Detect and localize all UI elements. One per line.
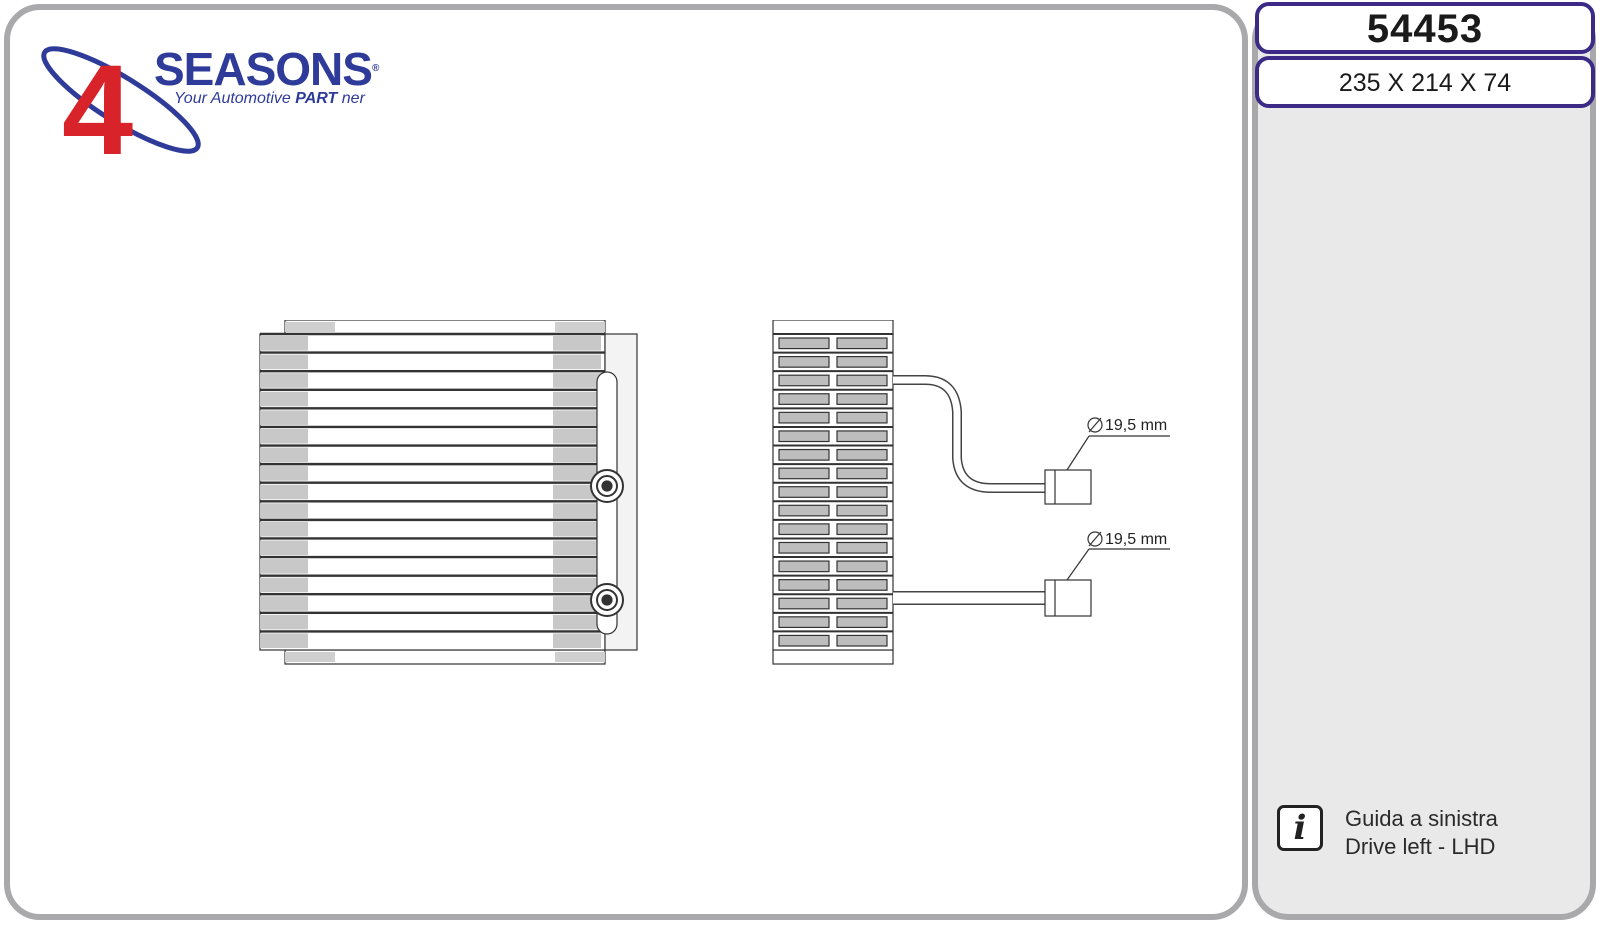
tagline-prefix: Your Automotive (174, 90, 296, 107)
logo-brand-name: SEASONS® (154, 43, 379, 95)
side-fin-block (836, 355, 888, 368)
evaporator-drawing: 19,5 mm 19,5 mm (259, 320, 1170, 665)
side-fin-block (778, 541, 830, 554)
info-icon: i (1277, 805, 1323, 851)
side-fin-block (778, 486, 830, 498)
fin-pack-left (260, 336, 308, 351)
tagline-bold: PART (295, 90, 338, 107)
fin-pack-left (260, 596, 308, 611)
side-fin-block (836, 337, 888, 350)
note-line-italian: Guida a sinistra (1345, 806, 1498, 831)
brand-name-text: SEASONS (154, 43, 373, 95)
fin-pack-right (553, 503, 601, 518)
side-fin-block (836, 486, 888, 498)
side-fin-block (778, 597, 830, 610)
side-view (772, 320, 1170, 665)
fin-pack-left (260, 484, 308, 500)
fin-pack-right (553, 336, 601, 351)
fin-pack-left (260, 410, 308, 425)
inlet-diameter-label: 19,5 mm (1105, 417, 1167, 434)
side-fin-block (836, 504, 888, 517)
side-fin-block (778, 393, 830, 405)
side-fin-block (836, 411, 888, 424)
side-fin-block (836, 467, 888, 480)
note-line-english: Drive left - LHD (1345, 834, 1496, 859)
side-fin-block (836, 393, 888, 405)
fin-pack-right (553, 428, 601, 444)
side-fin-block (778, 374, 830, 387)
fin-pack-right (553, 596, 601, 611)
side-fin-block (836, 430, 888, 443)
fin-pack-left (260, 540, 308, 556)
side-fin-block (836, 523, 888, 536)
side-fin-block (836, 560, 888, 573)
side-fin-block (778, 560, 830, 573)
fin-pack-right (553, 614, 601, 630)
fin-pack-right (553, 577, 601, 593)
fin-pack-left (260, 466, 308, 481)
side-fin-block (778, 579, 830, 591)
fin-pack-left (260, 633, 308, 648)
fin-pack-left (260, 577, 308, 593)
info-panel (1252, 4, 1596, 920)
logo-tagline: Your Automotive PART ner (174, 90, 365, 108)
side-fin-block (836, 374, 888, 387)
fin-pack-left (260, 428, 308, 444)
side-fin-block (778, 411, 830, 424)
fin-pack-right (553, 540, 601, 556)
side-fin-block (836, 597, 888, 610)
side-fin-block (778, 634, 830, 647)
side-fin-block (778, 523, 830, 536)
outlet-diameter-label: 19,5 mm (1105, 531, 1167, 548)
product-code: 54453 (1255, 2, 1595, 54)
front-view (259, 320, 638, 665)
fin-pack-left (260, 391, 308, 407)
fin-pack-right (553, 354, 601, 370)
side-fin-block (778, 337, 830, 350)
side-fin-block (778, 467, 830, 480)
fin-pack-right (553, 410, 601, 425)
fin-pack-left (260, 373, 308, 388)
side-fin-block (836, 541, 888, 554)
fin-pack-right (553, 391, 601, 407)
fin-pack-left (260, 559, 308, 574)
fin-pack-right (553, 559, 601, 574)
logo-numeral: 4 (62, 39, 133, 168)
side-fin-block (836, 634, 888, 647)
fin-pack-right (553, 466, 601, 481)
fin-pack-right (553, 633, 601, 648)
fin-pack-left (260, 447, 308, 463)
fin-pack-left (260, 354, 308, 370)
side-fin-block (778, 616, 830, 629)
fin-pack-right (553, 484, 601, 500)
fin-pack-left (260, 503, 308, 518)
side-fin-block (778, 355, 830, 368)
side-fin-block (836, 616, 888, 629)
side-fin-block (836, 448, 888, 461)
fin-pack-right (553, 447, 601, 463)
product-dimensions: 235 X 214 X 74 (1255, 56, 1595, 108)
fin-pack-left (260, 521, 308, 537)
side-fin-block (778, 448, 830, 461)
side-fin-block (778, 504, 830, 517)
fin-pack-right (553, 521, 601, 537)
side-fin-block (836, 579, 888, 591)
tagline-suffix: ner (337, 90, 365, 107)
fin-pack-left (260, 614, 308, 630)
logo-mark-icon: 4 (41, 39, 201, 168)
fin-pack-right (553, 373, 601, 388)
side-fin-block (778, 430, 830, 443)
